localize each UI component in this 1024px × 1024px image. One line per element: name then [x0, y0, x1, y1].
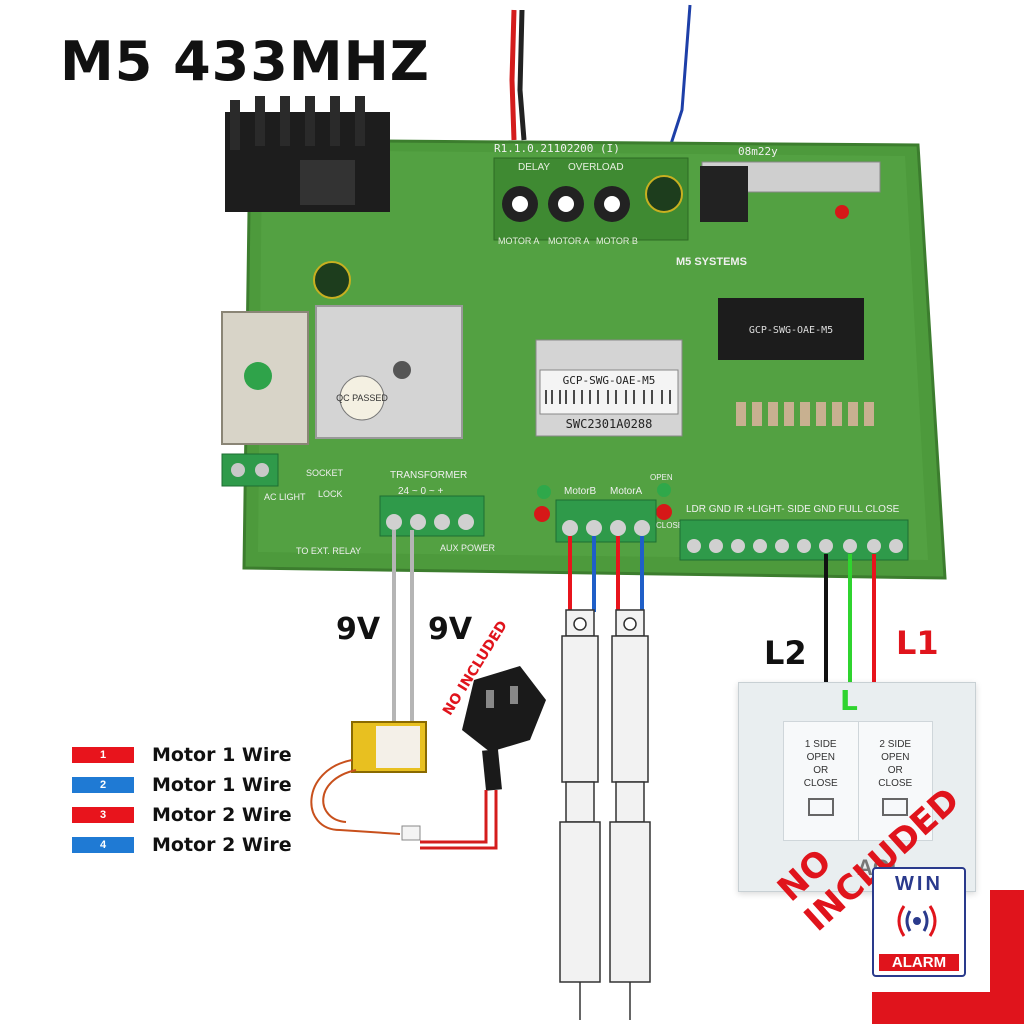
- actuator-2: [609, 609, 651, 1020]
- power-black-wire: [517, 9, 527, 141]
- legend-chip-1: 1: [72, 747, 134, 763]
- rocker-left-line-4: CLOSE: [803, 778, 838, 789]
- legend-text-1: Motor 1 Wire: [152, 744, 292, 766]
- trim-motor-a-label: MOTOR A: [498, 236, 539, 246]
- trim-motor-b-label: MOTOR B: [596, 236, 638, 246]
- legend-item: 2 Motor 1 Wire: [72, 770, 292, 800]
- alarm-waves-icon: [897, 905, 937, 937]
- legend-item: 3 Motor 2 Wire: [72, 800, 292, 830]
- motorb-label: MotorB: [564, 486, 597, 497]
- wall-switch: 1 SIDE OPEN OR CLOSE 2 SIDE OPEN OR CLOS…: [738, 682, 976, 892]
- lock-label: LOCK: [318, 489, 343, 499]
- ext-relay-label: TO EXT. RELAY: [296, 546, 361, 556]
- heatsink: [225, 96, 390, 212]
- page-title: M5 433MHZ: [60, 30, 430, 93]
- rocker-left-line-3: OR: [813, 765, 829, 776]
- trim-motor-a2-label: MOTOR A: [548, 236, 589, 246]
- voltage-label-2: 9V: [428, 612, 473, 647]
- chip-label: GCP-SWG-OAE-M5: [749, 325, 833, 336]
- l-label: L: [840, 684, 858, 717]
- motora-label: MotorA: [610, 486, 643, 497]
- l2-label: L2: [764, 634, 807, 672]
- io-terminal-block: [679, 519, 909, 561]
- rocker-right-line-1: 2 SIDE: [879, 739, 912, 750]
- aux-power-label: AUX POWER: [440, 543, 496, 553]
- legend-text-4: Motor 2 Wire: [152, 834, 292, 856]
- actuator-1: [559, 609, 601, 1020]
- motor-terminal-block: [555, 499, 657, 543]
- gate-icon: [807, 798, 834, 816]
- left-terminal-block: [221, 453, 279, 487]
- power-red-wire: [509, 9, 517, 141]
- overload-label: OVERLOAD: [568, 162, 624, 173]
- rocker-left: 1 SIDE OPEN OR CLOSE: [784, 722, 859, 840]
- rocker-right-line-3: OR: [887, 765, 903, 776]
- transformer-pins-label: 24 ~ 0 ~ +: [398, 486, 443, 497]
- corner-accent-horizontal: [872, 992, 1024, 1024]
- bridge-block: [315, 305, 463, 439]
- revision-label: R1.1.0.21102200 (I): [494, 142, 620, 155]
- mcu-chip: [718, 298, 864, 360]
- logo-bottom-text: ALARM: [879, 954, 959, 971]
- legend-chip-3: 3: [72, 807, 134, 823]
- uk-plug: [420, 666, 546, 850]
- switch-rockers: 1 SIDE OPEN OR CLOSE 2 SIDE OPEN OR CLOS…: [783, 721, 933, 841]
- legend-item: 1 Motor 1 Wire: [72, 740, 292, 770]
- qc-label: QC PASSED: [336, 393, 388, 403]
- brand-label: M5 SYSTEMS: [676, 256, 747, 268]
- serial-sticker: [539, 369, 679, 415]
- socket-label: SOCKET: [306, 468, 344, 478]
- rocker-left-line-2: OPEN: [806, 752, 835, 763]
- gate-icon: [882, 798, 909, 816]
- legend-chip-2: 2: [72, 777, 134, 793]
- legend-text-3: Motor 2 Wire: [152, 804, 292, 826]
- voltage-label-1: 9V: [336, 612, 381, 647]
- sticker-model: GCP-SWG-OAE-M5: [563, 374, 656, 387]
- date-code-label: 08m22y: [738, 145, 778, 158]
- rocker-left-line-1: 1 SIDE: [804, 739, 837, 750]
- rocker-right: 2 SIDE OPEN OR CLOSE: [859, 722, 933, 840]
- open-label: OPEN: [650, 473, 673, 482]
- transformer-terminal-block: [379, 495, 485, 537]
- rocker-right-line-2: OPEN: [881, 752, 910, 763]
- close-label: CLOSE: [656, 521, 683, 530]
- logo-top-text: WIN: [895, 873, 943, 895]
- io-labels: LDR GND IR +LIGHT- SIDE GND FULL CLOSE: [686, 504, 900, 515]
- rocker-right-line-4: CLOSE: [878, 778, 913, 789]
- legend-item: 4 Motor 2 Wire: [72, 830, 292, 860]
- capacitor: [645, 175, 683, 213]
- transformer-label: TRANSFORMER: [390, 470, 467, 481]
- wire-legend: 1 Motor 1 Wire 2 Motor 1 Wire 3 Motor 2 …: [72, 740, 292, 860]
- l1-label: L1: [896, 624, 939, 662]
- legend-chip-4: 4: [72, 837, 134, 853]
- ac-light-label: AC LIGHT: [264, 492, 306, 502]
- win-alarm-logo: WIN ALARM: [872, 867, 966, 977]
- legend-text-2: Motor 1 Wire: [152, 774, 292, 796]
- delay-label: DELAY: [518, 162, 550, 173]
- sticker-serial: SWC2301A0288: [566, 417, 653, 431]
